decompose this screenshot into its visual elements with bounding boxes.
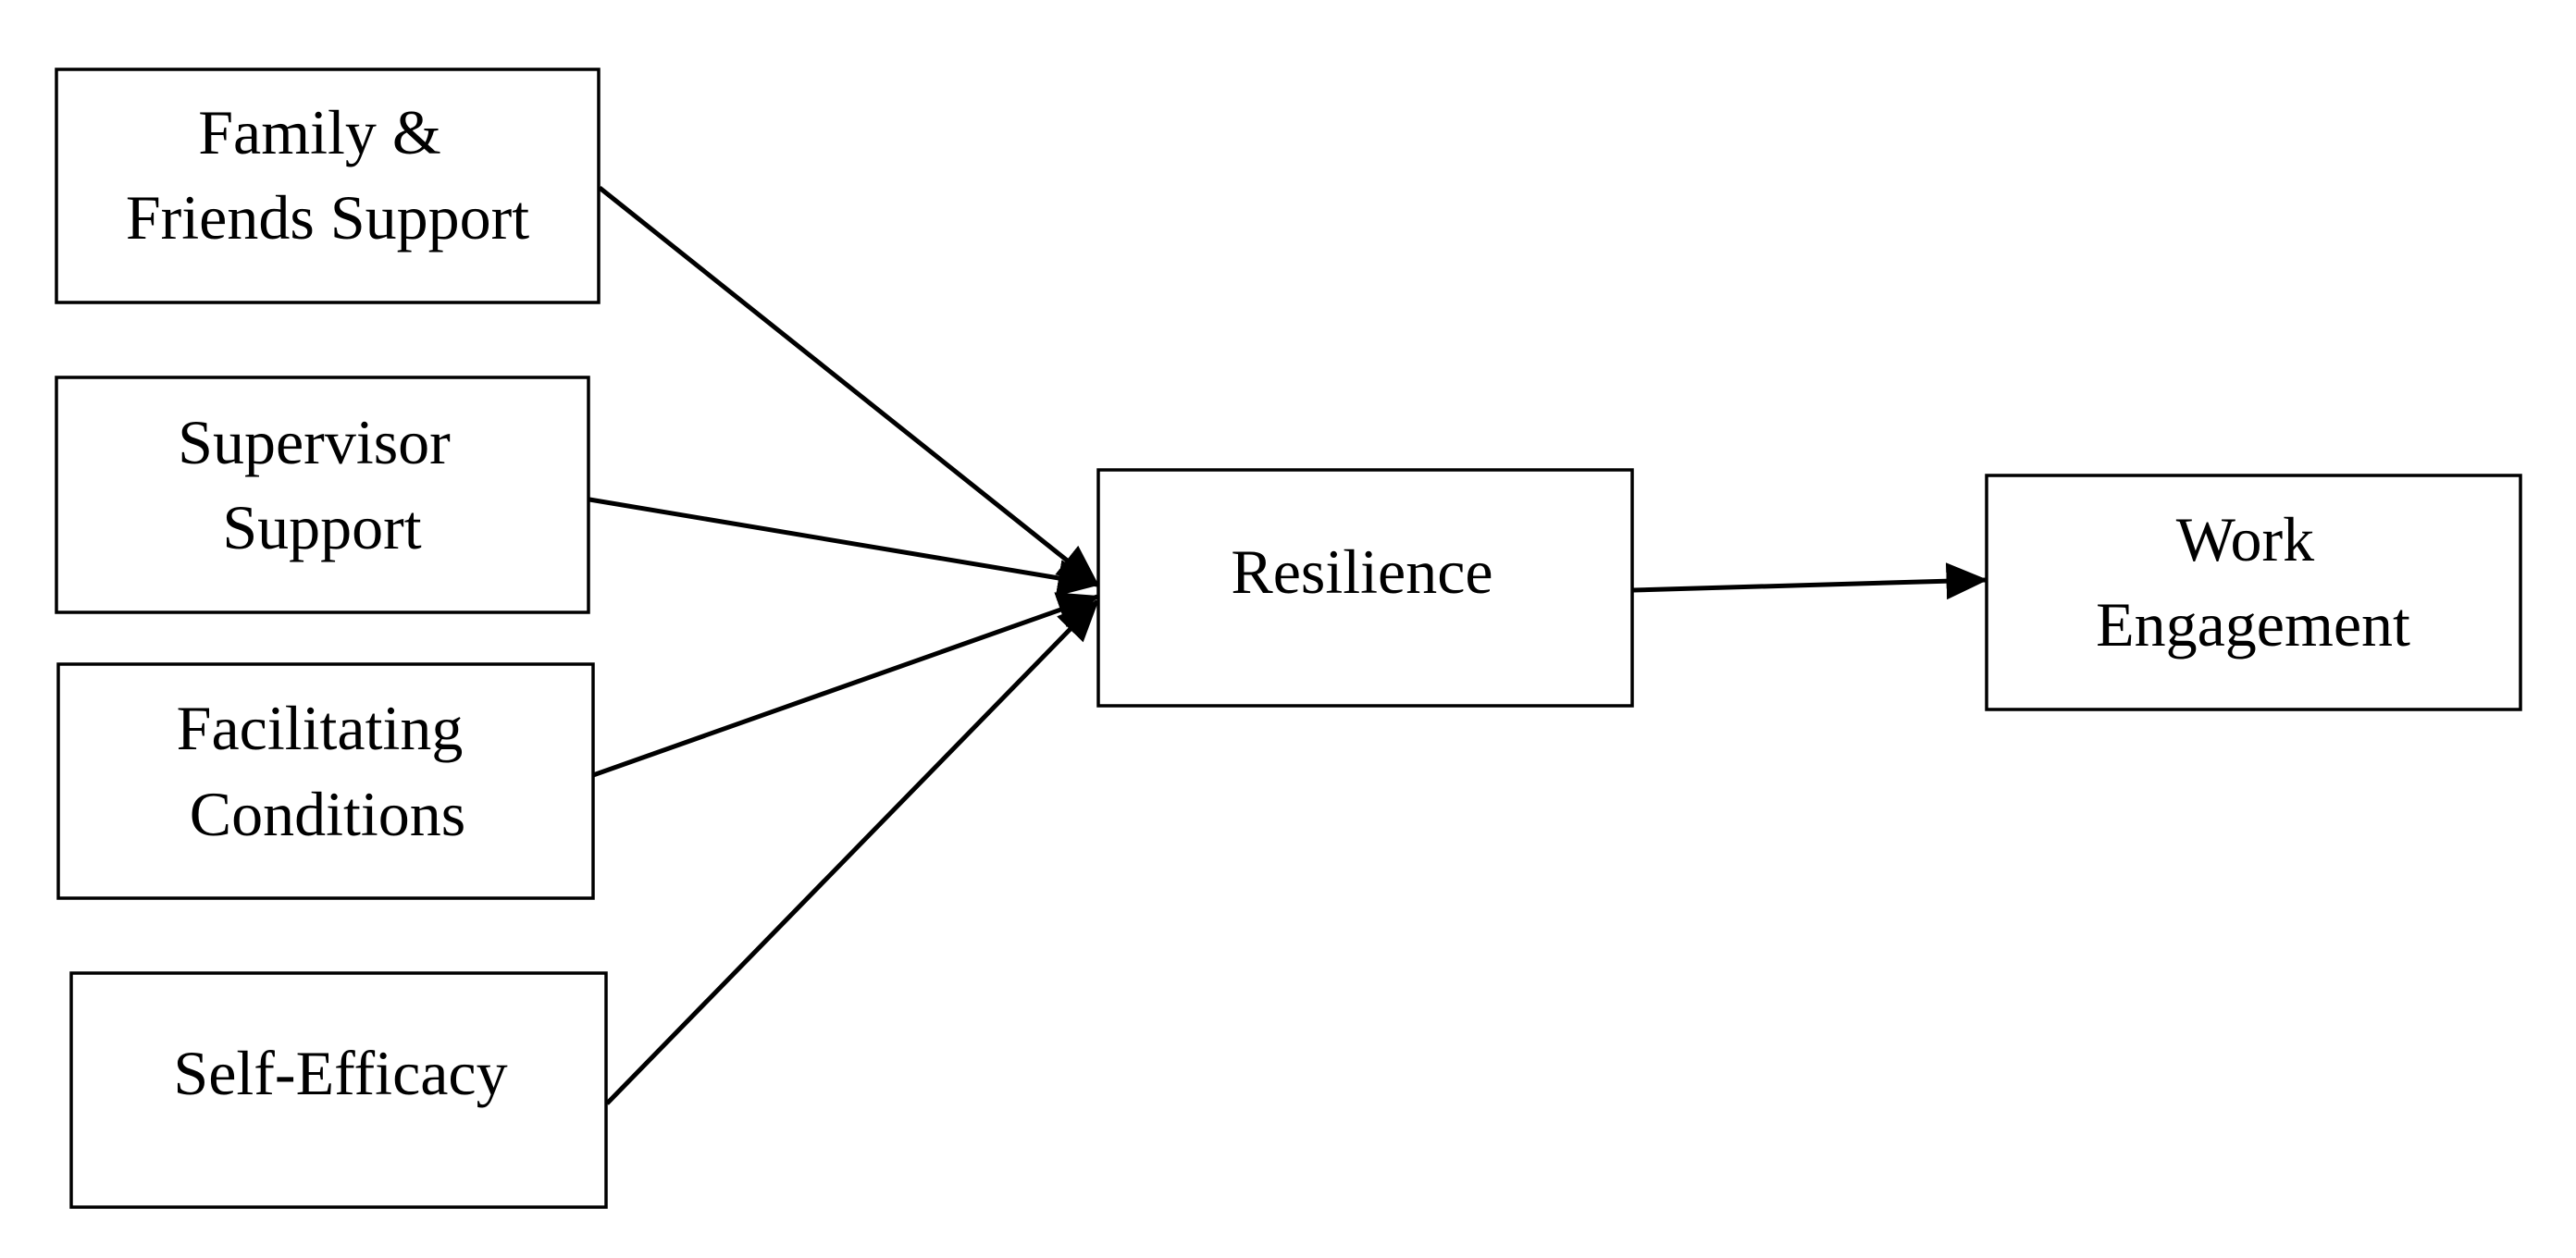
- node-family-friends-support: Family & Friends Support: [55, 68, 601, 304]
- edges: [588, 186, 1988, 1105]
- node-box: [1985, 474, 2522, 711]
- node-label: Supervisor Support: [178, 407, 466, 562]
- node-self-efficacy: Self-Efficacy: [69, 971, 608, 1209]
- node-label-line: Conditions: [190, 779, 466, 849]
- arrow-resilience-to-work-engagement: [1632, 562, 1988, 600]
- node-label-line: Supervisor: [178, 407, 451, 477]
- node-label-line: Self-Efficacy: [173, 1038, 507, 1108]
- arrow-facilitating-conditions-to-resilience: [592, 592, 1100, 778]
- arrow-family-friends-support-to-resilience: [598, 186, 1099, 586]
- node-label-line: Family &: [198, 97, 441, 167]
- node-label: Resilience: [1231, 536, 1492, 607]
- node-box: [69, 971, 608, 1209]
- node-supervisor-support: Supervisor Support: [55, 376, 590, 614]
- node-label-line: Support: [222, 492, 421, 562]
- node-label: Self-Efficacy: [173, 1038, 507, 1108]
- node-resilience: Resilience: [1096, 468, 1634, 708]
- node-label-line: Facilitating: [177, 693, 464, 763]
- node-label: Facilitating Conditions: [177, 693, 479, 849]
- node-label: Work Engagement: [2096, 504, 2410, 660]
- node-work-engagement: Work Engagement: [1985, 474, 2522, 711]
- node-label-line: Friends Support: [126, 182, 529, 253]
- node-label-line: Engagement: [2096, 589, 2410, 660]
- node-label-line: Work: [2176, 504, 2314, 574]
- node-box: [55, 376, 590, 614]
- node-box: [1096, 468, 1634, 708]
- node-box: [56, 662, 595, 900]
- node-box: [55, 68, 601, 304]
- node-label: Family & Friends Support: [126, 97, 529, 253]
- arrow-supervisor-support-to-resilience: [588, 497, 1100, 597]
- node-label-line: Resilience: [1231, 536, 1492, 607]
- node-facilitating-conditions: Facilitating Conditions: [56, 662, 595, 900]
- arrow-self-efficacy-to-resilience: [605, 599, 1099, 1105]
